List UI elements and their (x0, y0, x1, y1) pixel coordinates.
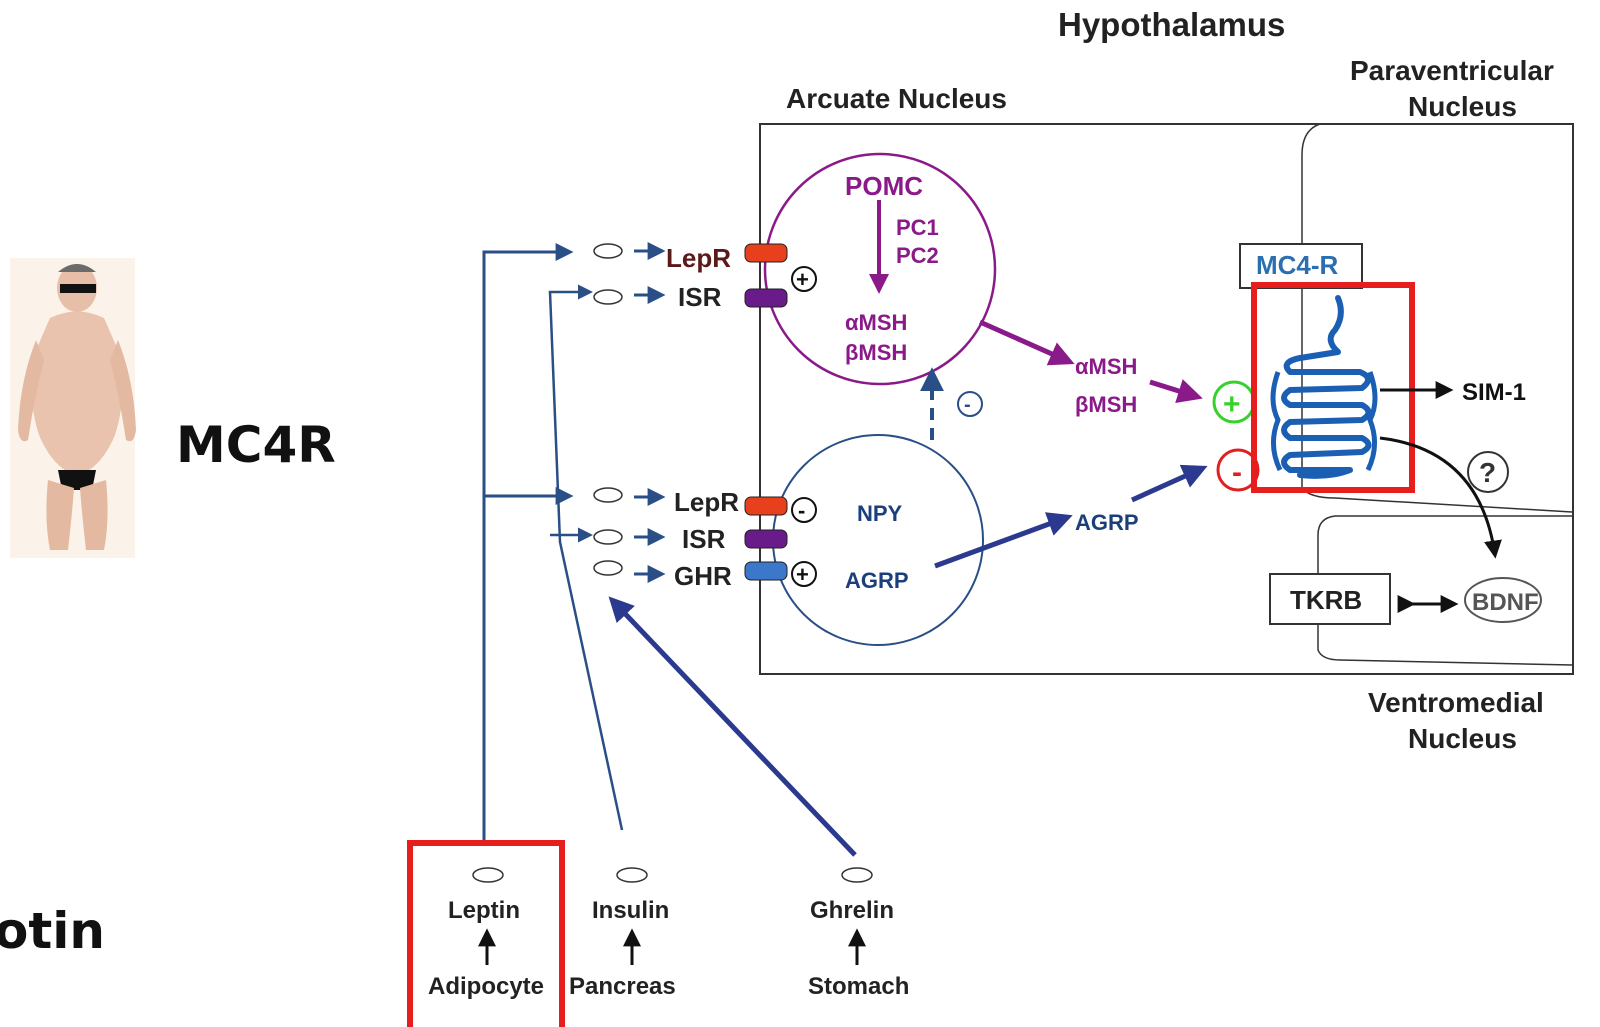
partial-word-label: otin (0, 902, 105, 960)
ventromedial-nucleus-label: Nucleus (1408, 723, 1517, 754)
bottom-minus-sign: - (798, 498, 805, 523)
ghrelin-pathway-line (608, 596, 857, 857)
obese-person-photo-icon (10, 258, 136, 558)
mc4r-inhibition-icon (1216, 448, 1260, 492)
mc4r-stimulation-sign: + (1223, 388, 1241, 421)
pomc-label: POMC (845, 171, 923, 201)
gene-label: MC4R (176, 416, 336, 474)
agrp-to-mc4r-arrow (1130, 464, 1208, 503)
pancreas-label: Pancreas (569, 973, 676, 1000)
paraventricular-nucleus-label: Nucleus (1408, 91, 1517, 122)
msh-to-mc4r-arrow (1149, 379, 1203, 403)
ventromedial-label: Ventromedial (1368, 687, 1544, 718)
inhibition-sign-icon (957, 391, 983, 417)
beta-msh-signal-label: βMSH (1075, 392, 1137, 417)
pc2-label: PC2 (896, 243, 939, 268)
npy-label: NPY (857, 501, 903, 526)
mc4r-receptor-helix-icon (1270, 371, 1378, 472)
leptin-pathway-lines (482, 243, 574, 842)
mc4r-label-box (1239, 243, 1363, 289)
mc4r-label: MC4-R (1256, 250, 1339, 280)
paraventricular-label: Paraventricular (1350, 55, 1554, 86)
bottom-plus-sign: + (796, 562, 809, 587)
bdnf-label: BDNF (1472, 589, 1539, 616)
hypothalamus-box (759, 123, 1574, 675)
mc4r-highlight-box (1251, 282, 1415, 493)
ghrelin-source (841, 867, 873, 965)
inhibition-sign-text: - (964, 394, 971, 416)
pomc-alpha-msh-label: αMSH (845, 310, 907, 335)
bdnf-ellipse (1464, 577, 1542, 623)
unknown-link-icon (1467, 451, 1509, 493)
arcuate-nucleus-label: Arcuate Nucleus (786, 83, 1007, 114)
npy-agrp-neuron (772, 434, 984, 646)
alpha-msh-signal-label: αMSH (1075, 354, 1137, 379)
pc1-label: PC1 (896, 215, 939, 240)
mc4r-receptor-icon (1281, 295, 1372, 479)
bottom-lepr-label: LepR (674, 487, 739, 517)
pomc-output-arrow (978, 319, 1075, 366)
top-receptor-group: + (593, 242, 817, 308)
npy-agrp-label: AGRP (845, 568, 909, 593)
insulin-label: Insulin (592, 897, 669, 924)
top-isr-label: ISR (678, 282, 722, 312)
leptin-label: Leptin (448, 897, 520, 924)
tkrb-box (1269, 573, 1391, 625)
diagram-title: Hypothalamus (1058, 6, 1285, 43)
pomc-neuron (763, 152, 997, 386)
mc4r-to-bdnf-arrow (1379, 436, 1502, 559)
agrp-signal-label: AGRP (1075, 510, 1139, 535)
insulin-pathway-lines (548, 284, 624, 831)
leptin-highlight-box (407, 840, 565, 1027)
paraventricular-outline (1301, 123, 1573, 513)
unknown-link-label: ? (1479, 457, 1496, 488)
tkrb-label: TKRB (1290, 585, 1362, 615)
agrp-output-arrow (934, 512, 1073, 569)
insulin-source (616, 867, 648, 965)
adipocyte-label: Adipocyte (428, 973, 544, 1000)
bottom-receptor-group: - + (593, 487, 817, 587)
sim1-label: SIM-1 (1462, 379, 1526, 406)
top-lepr-label: LepR (666, 243, 731, 273)
leptin-source (472, 867, 504, 965)
bottom-ghr-label: GHR (674, 561, 732, 591)
stomach-label: Stomach (808, 973, 909, 1000)
ghrelin-label: Ghrelin (810, 897, 894, 924)
bottom-isr-label: ISR (682, 524, 726, 554)
pomc-beta-msh-label: βMSH (845, 340, 907, 365)
mc4r-inhibition-sign: - (1232, 456, 1242, 489)
top-plus-sign: + (796, 267, 809, 292)
